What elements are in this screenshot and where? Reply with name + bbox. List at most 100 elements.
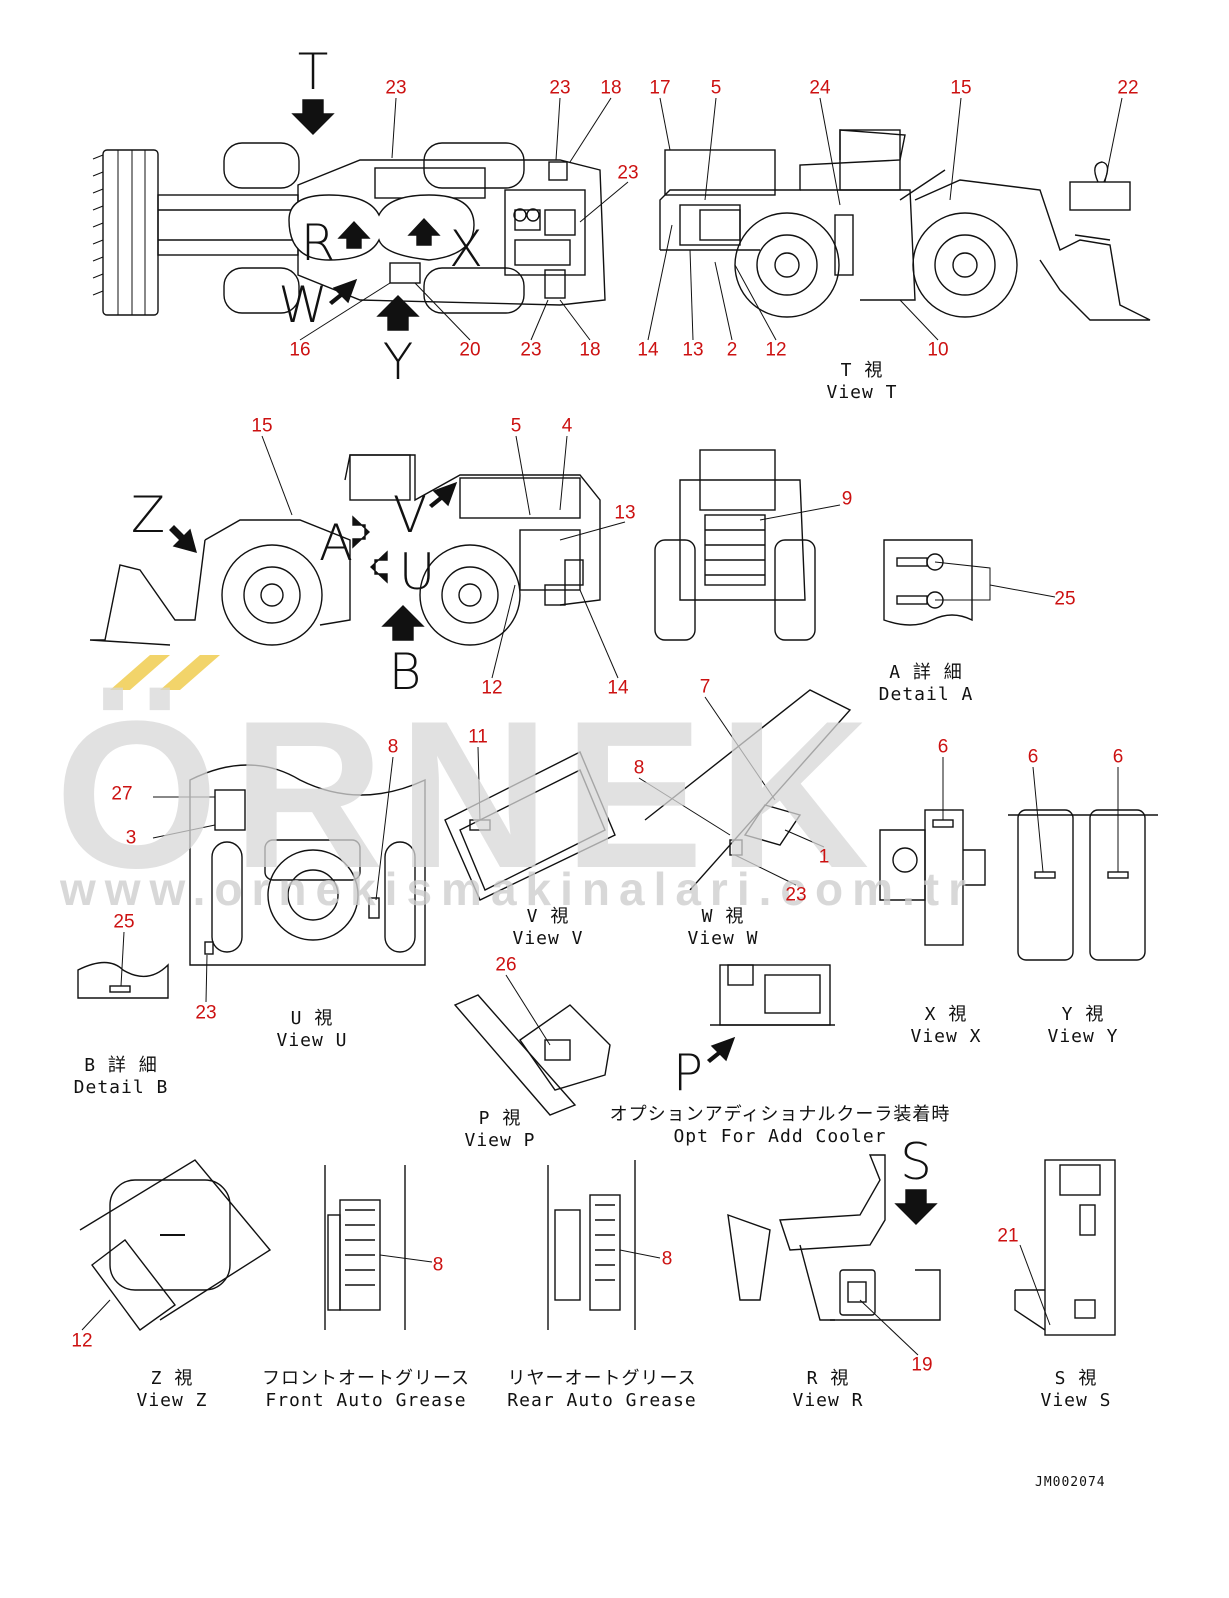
callout-18: 18 [600, 77, 622, 99]
callout-23: 23 [520, 339, 542, 361]
callout-17: 17 [649, 77, 671, 99]
view-u [189, 764, 426, 966]
callout-13: 13 [682, 339, 704, 361]
view-letter-a: A [318, 514, 354, 572]
view-x [879, 757, 986, 946]
callout-1: 1 [818, 846, 830, 868]
callout-6: 6 [937, 736, 949, 758]
caption-en: Front Auto Grease [265, 1390, 467, 1411]
view-r [727, 1154, 941, 1356]
callout-23: 23 [617, 162, 639, 184]
caption-jp: A 詳 細 [889, 662, 963, 683]
callout-24: 24 [809, 77, 831, 99]
view-letter-x: X [448, 220, 484, 278]
caption-en: View R [792, 1390, 864, 1411]
caption-jp: W 視 [701, 906, 745, 927]
callout-18: 18 [579, 339, 601, 361]
callout-2: 2 [726, 339, 738, 361]
caption-jp: S 視 [1054, 1368, 1098, 1389]
view-letter-r: R [300, 214, 336, 272]
view-w [638, 689, 852, 891]
callout-25: 25 [1054, 588, 1076, 610]
view-letter-w: W [278, 276, 328, 334]
caption-jp: X 視 [924, 1004, 968, 1025]
callout-8: 8 [387, 736, 399, 758]
callout-5: 5 [510, 415, 522, 437]
callout-12: 12 [765, 339, 787, 361]
callout-23: 23 [195, 1002, 217, 1024]
caption-jp: フロントオートグリース [261, 1368, 471, 1389]
caption-en: View P [464, 1130, 536, 1151]
callout-6: 6 [1027, 746, 1039, 768]
loader-side-view-t [659, 129, 1151, 321]
callout-10: 10 [927, 339, 949, 361]
caption-jp: オプションアディショナルクーラ装着時 [609, 1104, 951, 1125]
callout-8: 8 [432, 1254, 444, 1276]
view-letter-z: Z [130, 486, 166, 544]
callout-25: 25 [113, 911, 135, 933]
watermark-brand: ÖRNEK [55, 677, 884, 912]
caption-jp: P 視 [478, 1108, 522, 1129]
caption-en: View Y [1047, 1026, 1119, 1047]
callout-8: 8 [661, 1248, 673, 1270]
caption-jp: U 視 [290, 1008, 334, 1029]
view-letter-s: S [900, 1133, 932, 1191]
view-letter-v: V [392, 486, 428, 544]
loader-rear-view [654, 449, 816, 641]
caption-jp: Z 視 [150, 1368, 194, 1389]
caption-jp: V 視 [526, 906, 570, 927]
caption-en: Detail B [73, 1077, 169, 1098]
view-z [79, 1159, 272, 1331]
detail-a [883, 539, 1056, 626]
caption-en: View S [1040, 1390, 1112, 1411]
callout-16: 16 [289, 339, 311, 361]
callout-15: 15 [251, 415, 273, 437]
view-y [1008, 766, 1158, 961]
callout-11: 11 [468, 726, 488, 748]
callout-23: 23 [385, 77, 407, 99]
caption-jp: B 詳 細 [84, 1055, 158, 1076]
caption-en: View X [910, 1026, 982, 1047]
callout-7: 7 [699, 676, 711, 698]
caption-jp: リヤーオートグリース [507, 1368, 697, 1389]
detail-b [77, 931, 169, 999]
view-letter-y: Y [382, 333, 414, 391]
front-auto-grease [324, 1165, 433, 1330]
callout-23: 23 [785, 884, 807, 906]
callout-20: 20 [459, 339, 481, 361]
caption-en: View W [687, 928, 759, 949]
view-s [1014, 1159, 1116, 1336]
callout-14: 14 [637, 339, 659, 361]
view-v [444, 746, 616, 901]
caption-jp: Y 視 [1061, 1004, 1105, 1025]
callout-9: 9 [841, 488, 853, 510]
callout-15: 15 [950, 77, 972, 99]
view-letter-t: T [297, 43, 329, 101]
caption-en: View U [276, 1030, 348, 1051]
callout-22: 22 [1117, 77, 1139, 99]
callout-5: 5 [710, 77, 722, 99]
callout-6: 6 [1112, 746, 1124, 768]
callout-12: 12 [481, 677, 503, 699]
caption-en: Rear Auto Grease [507, 1390, 697, 1411]
callout-13: 13 [614, 502, 636, 524]
callout-21: 21 [997, 1225, 1019, 1247]
view-p [453, 974, 611, 1116]
view-letter-u: U [398, 543, 436, 601]
loader-side-view-main [89, 454, 601, 646]
document-id: JM002074 [1035, 1475, 1106, 1490]
caption-en: View Z [136, 1390, 208, 1411]
view-letter-b: B [388, 643, 422, 701]
caption-jp: T 視 [840, 360, 884, 381]
